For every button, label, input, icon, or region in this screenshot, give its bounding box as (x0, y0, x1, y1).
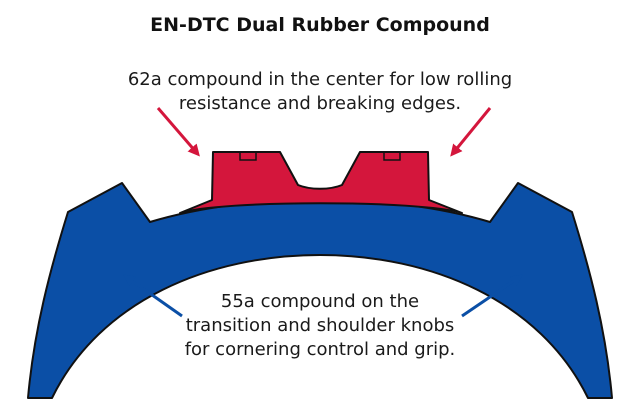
shoulder-arrow-left (123, 274, 183, 318)
center-knob-notch-right (383, 152, 401, 161)
shoulder-compound-callout: 55a compound on the transition and shoul… (0, 290, 640, 362)
shoulder-compound-line-1: 55a compound on the (220, 291, 420, 312)
center-compound-line-1: 62a compound in the center for low rolli… (127, 69, 513, 90)
shoulder-compound-line-3: for cornering control and grip. (184, 339, 456, 360)
diagram-title: EN-DTC Dual Rubber Compound (150, 14, 490, 36)
center-compound-callout: 62a compound in the center for low rolli… (0, 68, 640, 116)
center-knob-notch-left (239, 152, 257, 161)
center-compound-line-2: resistance and breaking edges. (178, 93, 462, 114)
center-compound-region (179, 151, 463, 214)
center-arrow-right (450, 107, 492, 157)
shoulder-compound-line-2: transition and shoulder knobs (185, 315, 455, 336)
center-arrow-left (156, 107, 200, 157)
shoulder-arrow-right (461, 274, 523, 318)
